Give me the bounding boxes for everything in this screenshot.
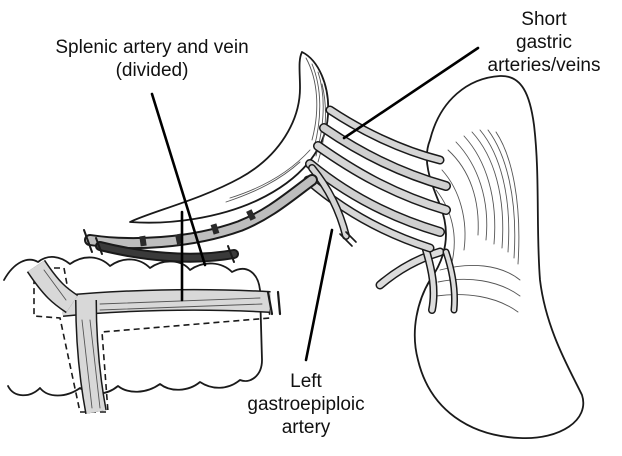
label-left-line3: artery (236, 416, 376, 439)
label-left-line1: Left (236, 370, 376, 393)
label-splenic-line1: Splenic artery and vein (24, 36, 280, 59)
label-short-gastric: Short gastric arteries/veins (470, 8, 618, 77)
stomach (380, 76, 583, 438)
label-short-line3: arteries/veins (470, 54, 618, 77)
pointer-left-gastroepiploic (306, 230, 332, 360)
label-short-line1: Short (470, 8, 618, 31)
short-gastric-vessels (308, 110, 446, 248)
label-splenic-line2: (divided) (24, 59, 280, 82)
label-short-line2: gastric (470, 31, 618, 54)
label-left-gastroepiploic: Left gastroepiploic artery (236, 370, 376, 439)
label-splenic-artery-vein: Splenic artery and vein (divided) (24, 36, 280, 82)
splenic-vessels (84, 180, 312, 262)
label-left-line2: gastroepiploic (236, 393, 376, 416)
